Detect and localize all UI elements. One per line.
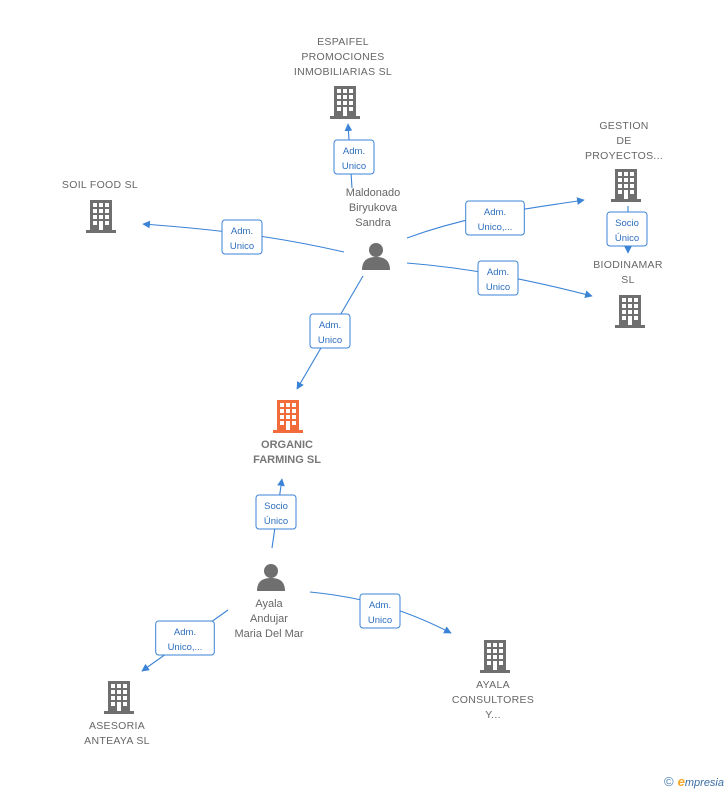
edge-label-text: Adm. (231, 226, 253, 237)
edge-line (142, 220, 345, 253)
edge-label-box[interactable] (359, 593, 401, 629)
node-label-line: PROYECTOS... (585, 150, 663, 162)
edge-label-box[interactable] (255, 494, 297, 530)
footer-brand[interactable]: ©empresia (664, 774, 724, 789)
node-soilfood[interactable]: SOIL FOOD SL (62, 179, 138, 233)
edge-label-text: Unico,... (168, 642, 203, 653)
node-biodinamar[interactable]: BIODINAMAR SL (593, 259, 663, 328)
edge-label-text: Adm. (174, 627, 196, 638)
edge-label-text: Unico (318, 335, 342, 346)
node-label-line: FARMING SL (253, 454, 321, 466)
node-label-line: DE (616, 135, 631, 147)
edge-label-box[interactable] (477, 260, 519, 296)
brand-name: mpresia (684, 777, 724, 789)
edge-maldonado-to-espaifel[interactable]: Adm. Unico (333, 123, 375, 189)
edge-label-text: Unico (342, 161, 366, 172)
edge-maldonado-to-biodinamar[interactable]: Adm. Unico (406, 260, 593, 298)
edge-label-text: Unico (230, 241, 254, 252)
edge-label-text: Único (264, 516, 288, 527)
edge-label-text: Único (615, 233, 639, 244)
brand-initial: e (677, 774, 685, 789)
node-label-line: Andujar (250, 613, 288, 625)
edge-label-text: Adm. (487, 267, 509, 278)
building-icon (480, 640, 510, 673)
node-label-line: Sandra (355, 217, 391, 229)
edge-maldonado-to-organic[interactable]: Adm. Unico (296, 275, 364, 390)
nodes-layer: ESPAIFEL PROMOCIONES INMOBILIARIAS SL GESTI… (62, 36, 663, 747)
edge-label-text: Socio (615, 218, 639, 229)
node-organic[interactable]: ORGANIC FARMING SL (253, 400, 321, 466)
node-label-line: Maldonado (346, 187, 400, 199)
person-icon (362, 243, 390, 270)
node-label-line: SL (621, 274, 634, 286)
building-icon (273, 400, 303, 433)
edge-label-box[interactable] (606, 211, 648, 247)
edge-label-box[interactable] (465, 200, 525, 236)
edge-label-text: Adm. (343, 146, 365, 157)
edge-label-box[interactable] (309, 313, 351, 349)
node-label-line: GESTION (599, 120, 648, 132)
node-label-line: INMOBILIARIAS SL (294, 66, 392, 78)
node-label-line: Ayala (255, 598, 283, 610)
node-label-line: CONSULTORES (452, 694, 534, 706)
edge-label-text: Unico (486, 282, 510, 293)
building-icon (611, 169, 641, 202)
node-label-line: SOIL FOOD SL (62, 179, 138, 191)
edge-label-text: Unico,... (478, 222, 513, 233)
node-label-line: Biryukova (349, 202, 398, 214)
edge-label-text: Socio (264, 501, 288, 512)
edge-label-text: Adm. (319, 320, 341, 331)
node-label-line: Y... (485, 709, 501, 721)
node-label-line: PROMOCIONES (301, 51, 384, 63)
building-icon (86, 200, 116, 233)
copyright-symbol: © (664, 774, 674, 789)
node-label-line: ASESORIA (89, 720, 145, 732)
building-icon (330, 86, 360, 119)
building-icon (615, 295, 645, 328)
node-asesoria[interactable]: ASESORIA ANTEAYA SL (84, 681, 150, 747)
edge-label-text: Adm. (369, 600, 391, 611)
node-label-line: ESPAIFEL (317, 36, 369, 48)
edge-label-box[interactable] (155, 620, 215, 656)
node-ayalacons[interactable]: AYALA CONSULTORES Y... (452, 640, 534, 721)
edge-label-box[interactable] (221, 219, 263, 255)
edge-label-text: Unico (368, 615, 392, 626)
node-espaifel[interactable]: ESPAIFEL PROMOCIONES INMOBILIARIAS SL (294, 36, 392, 119)
node-gestion[interactable]: GESTION DE PROYECTOS... (585, 120, 663, 202)
building-icon (104, 681, 134, 714)
edge-label-text: Adm. (484, 207, 506, 218)
node-label-line: BIODINAMAR (593, 259, 663, 271)
node-label-line: ANTEAYA SL (84, 735, 150, 747)
edges-layer: Adm.UnicoAdm.UnicoAdm.Unico,...Adm.Unico… (141, 123, 648, 672)
node-label-line: Maria Del Mar (234, 628, 303, 640)
node-label-line: ORGANIC (261, 439, 313, 451)
edge-maldonado-to-gestion[interactable]: Adm. Unico,... (406, 197, 585, 239)
edge-label-box[interactable] (333, 139, 375, 175)
person-icon (257, 564, 285, 591)
node-label-line: AYALA (476, 679, 510, 691)
edge-maldonado-to-soilfood[interactable]: Adm. Unico (142, 219, 345, 255)
edge-ayala-to-ayalacons[interactable]: Adm. Unico (309, 591, 452, 634)
edge-ayala-to-asesoria[interactable]: Adm. Unico,... (141, 609, 229, 672)
